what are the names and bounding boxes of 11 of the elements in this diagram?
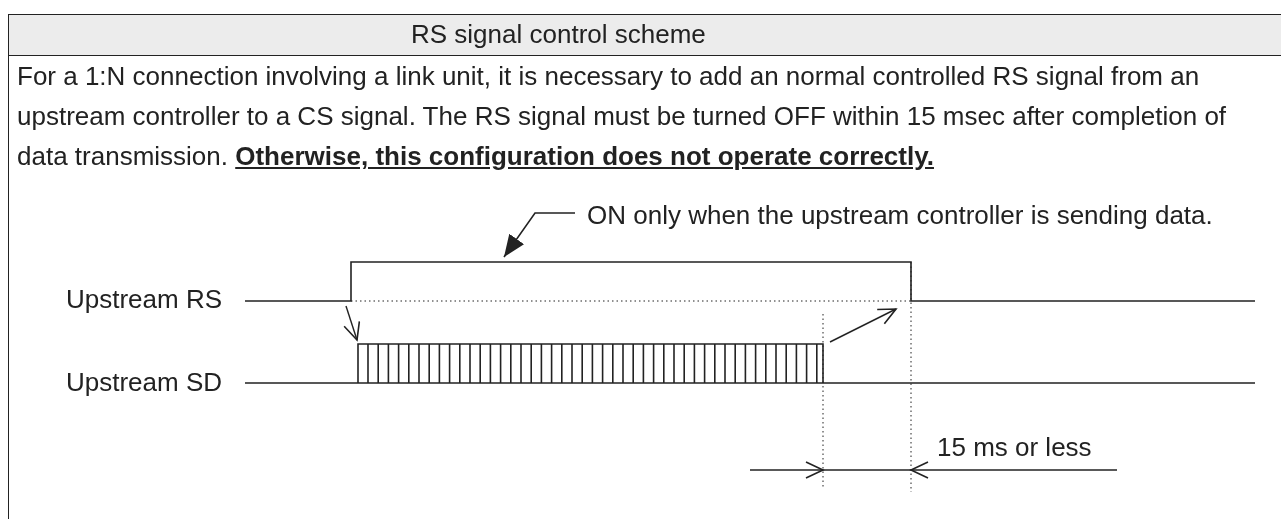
arrow (343, 305, 361, 341)
description-text: For a 1:N connection involving a link unit, it is necessary to add an normal controlled RS signal from an upstream controller to a CS signal. The RS signal must be turned OFF within 15 msec after completion of data transmission. Otherwise, this configuration does not operate correctly. (17, 60, 1228, 173)
arrow (829, 308, 897, 343)
rs-waveform (244, 261, 1256, 302)
leader-line (503, 212, 576, 258)
callout-text: ON only when the upstream controller is sending data. (587, 200, 1213, 230)
dimension-text: 15 ms or less (937, 432, 1092, 462)
signal-name: Upstream RS (66, 284, 223, 314)
table-heading-text: RS signal control scheme (411, 18, 706, 51)
sd-waveform (244, 343, 1256, 384)
signal-name: Upstream SD (66, 367, 223, 397)
